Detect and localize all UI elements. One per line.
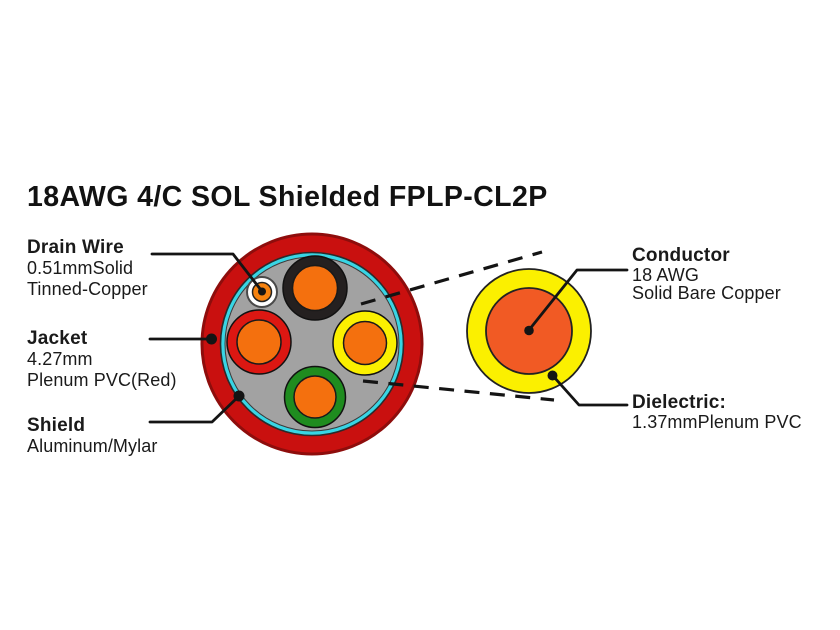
- shield-spec-material: Aluminum/Mylar: [27, 436, 158, 456]
- jacket-heading: Jacket: [27, 328, 88, 349]
- diagram-title: 18AWG 4/C SOL Shielded FPLP-CL2P: [27, 181, 548, 213]
- conductor-spec-material: Solid Bare Copper: [632, 283, 781, 303]
- dielectric-leader-line: [552, 375, 629, 407]
- callout-anchor-dots: [206, 325, 558, 402]
- magnification-dashed-lines: [360, 250, 555, 402]
- shield-heading: Shield: [27, 415, 86, 436]
- shield-leader-line: [148, 395, 240, 424]
- jacket-anchor-dot: [206, 333, 217, 345]
- drain-wire-callout: Drain Wire 0.51mmSolid Tinned-Copper: [27, 237, 148, 300]
- main-cable-cross-section: [200, 232, 424, 456]
- dielectric-heading: Dielectric:: [632, 392, 727, 413]
- conductor-left-copper: [236, 319, 282, 365]
- conductor-top-copper: [291, 264, 339, 312]
- jacket-spec-size: 4.27mm: [27, 349, 93, 369]
- conductor-anchor-dot: [524, 325, 534, 336]
- drain-wire-heading: Drain Wire: [27, 237, 124, 258]
- jacket-callout: Jacket 4.27mm Plenum PVC(Red): [27, 328, 177, 391]
- jacket-spec-material: Plenum PVC(Red): [27, 370, 177, 390]
- callout-leader-lines: [148, 252, 629, 424]
- conductor-leader-line: [527, 268, 629, 332]
- magnification-dash-lower: [362, 379, 555, 402]
- conductor-heading: Conductor: [632, 245, 730, 266]
- drain-wire-spec-material: Tinned-Copper: [27, 279, 148, 299]
- dielectric-spec-material: 1.37mmPlenum PVC: [632, 411, 802, 432]
- conductor-right-copper: [342, 320, 388, 366]
- conductor-spec-gauge: 18 AWG: [632, 264, 699, 285]
- drain-wire-spec-size: 0.51mmSolid: [27, 258, 134, 278]
- dielectric-anchor-dot: [547, 370, 558, 381]
- conductor-callout: Conductor 18 AWG Solid Bare Copper: [632, 245, 781, 303]
- dielectric-callout: Dielectric: 1.37mmPlenum PVC: [632, 392, 802, 432]
- conductor-bottom-copper: [293, 375, 337, 419]
- shield-callout: Shield Aluminum/Mylar: [27, 415, 157, 457]
- shield-anchor-dot: [233, 390, 245, 402]
- drain-wire-leader-line: [150, 252, 263, 292]
- magnification-dash-upper: [360, 250, 543, 306]
